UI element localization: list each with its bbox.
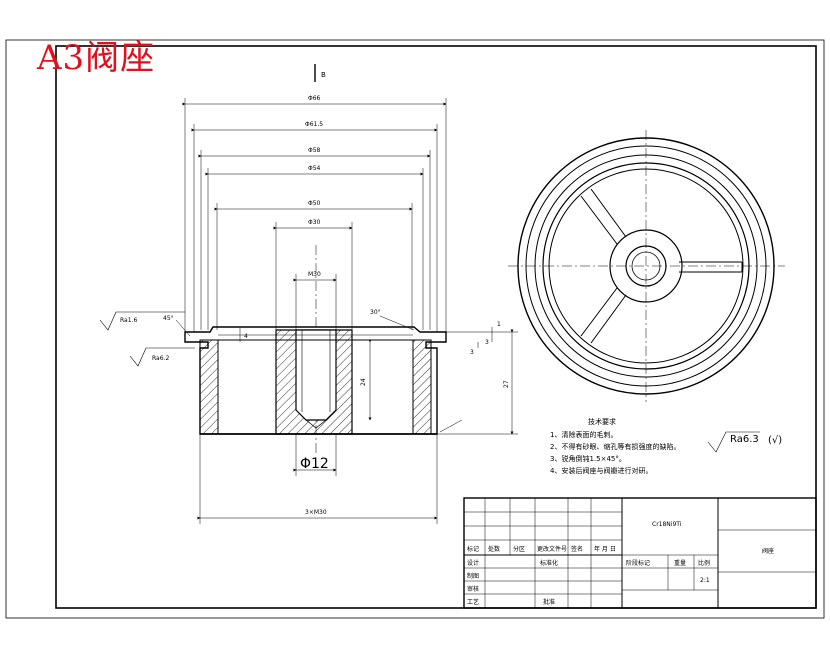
hdr-mark: 标记	[467, 545, 479, 553]
dim-step-3b: 3	[485, 339, 489, 346]
tech-requirements: 技术要求 1、清除表面的毛刺。 2、不得有砂眼、缩孔等有损强度的缺陷。 3、锐角…	[550, 417, 680, 475]
roughness-r1: Ra1.6	[120, 317, 137, 324]
dimension-lines	[175, 98, 518, 524]
scale-value: 2:1	[700, 577, 710, 584]
top-view	[508, 130, 785, 402]
approval: 批准	[543, 598, 555, 606]
dim-61-5: Φ61.5	[305, 121, 323, 128]
title-block	[463, 497, 817, 609]
dim-54: Φ54	[308, 165, 321, 172]
dim-angle-45: 45°	[163, 315, 174, 322]
dim-50: Φ50	[308, 200, 321, 207]
left-wall-section	[199, 339, 219, 435]
roughness-general: Ra6.3	[730, 434, 759, 445]
scale: 比例	[698, 559, 710, 567]
hdr-zone: 分区	[513, 545, 525, 553]
dim-27: 27	[503, 380, 510, 388]
dimension-texts: Φ66 Φ61.5 Φ58 Φ54 Φ50 Φ30 M30 Φ12 3×M30 …	[163, 95, 510, 516]
weight: 重量	[674, 559, 686, 567]
dim-step-1: 1	[497, 321, 501, 328]
tech-item-2: 2、不得有砂眼、缩孔等有损强度的缺陷。	[550, 442, 680, 451]
right-wall-section	[412, 339, 432, 435]
dim-step-3a: 3	[470, 349, 474, 356]
dim-30: Φ30	[308, 219, 321, 226]
sheet-label: A3阀座	[37, 38, 156, 78]
dim-bottom: 3×M30	[305, 509, 327, 516]
dim-bore: Φ12	[300, 456, 329, 472]
roughness-symbols	[99, 311, 760, 453]
dim-58: Φ58	[308, 147, 321, 154]
tech-item-1: 1、清除表面的毛刺。	[550, 430, 617, 439]
dim-24: 24	[360, 378, 367, 386]
title-block-texts: Cr18Ni9Ti 阀座 标记 处数 分区 更改文件号 签名 年 月 日 设计 …	[467, 521, 774, 606]
tech-item-3: 3、锐角倒钝1.5×45°。	[550, 454, 626, 463]
hdr-count: 处数	[488, 545, 500, 553]
material: Cr18Ni9Ti	[652, 521, 682, 528]
tech-item-4: 4、安装后阀座与阀瓣进行对研。	[550, 466, 652, 475]
dim-small-4: 4	[244, 333, 248, 340]
inner-border	[55, 45, 817, 609]
roughness-r2: Ra6.2	[152, 355, 169, 362]
hdr-date: 年 月 日	[594, 545, 616, 553]
section-view	[184, 245, 447, 455]
dim-angle-30: 30°	[370, 309, 381, 316]
outer-border	[5, 39, 825, 619]
standardization: 标准化	[540, 559, 558, 567]
part-name: 阀座	[762, 547, 774, 555]
dim-66: Φ66	[308, 95, 321, 102]
tech-title: 技术要求	[588, 417, 616, 426]
section-mark: B	[314, 64, 326, 82]
row-process: 工艺	[467, 598, 479, 606]
row-review: 审核	[467, 585, 479, 593]
stage-mark: 阶段标记	[626, 559, 650, 567]
row-design: 设计	[467, 559, 479, 567]
row-drawing: 制图	[467, 572, 479, 580]
section-mark-label: B	[321, 71, 326, 79]
roughness-general-suffix: (√)	[768, 435, 782, 446]
hdr-sign: 签名	[571, 545, 583, 553]
hdr-change-doc: 更改文件号	[537, 545, 567, 553]
dim-m30: M30	[308, 271, 321, 278]
